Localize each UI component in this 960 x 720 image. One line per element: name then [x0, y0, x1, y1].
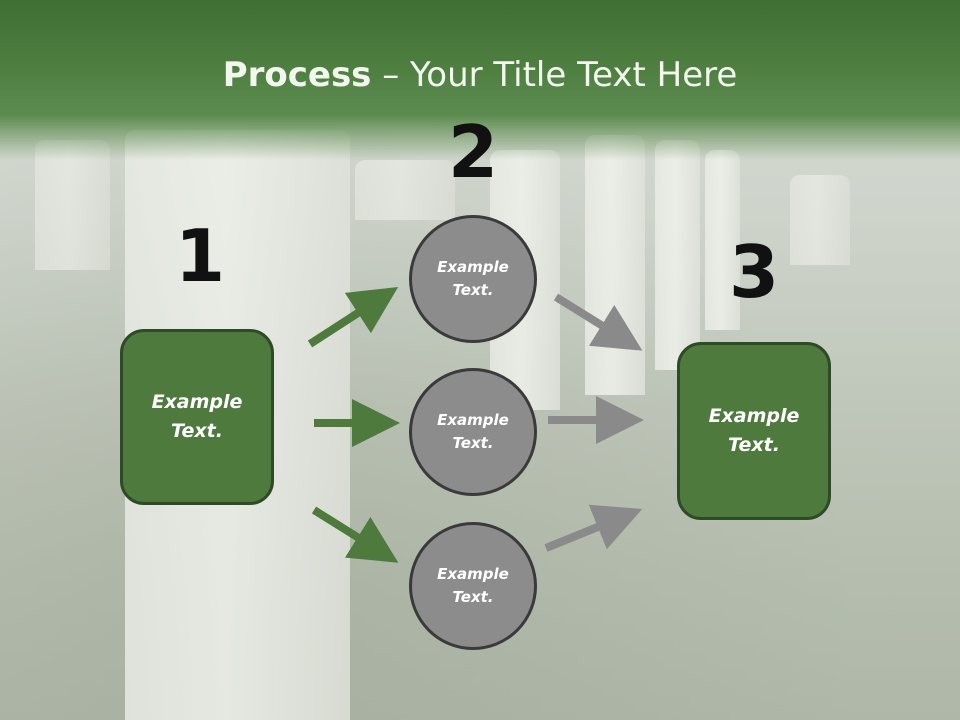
arrow-to-circle-top — [307, 286, 399, 348]
step-number-3: 3 — [728, 230, 780, 314]
circle-top-text: Example Text. — [437, 258, 509, 299]
title-rest: – Your Title Text Here — [371, 55, 738, 95]
step-number-2: 2 — [447, 110, 499, 194]
step-number-1: 1 — [174, 214, 226, 298]
process-circle-top: Example Text. — [409, 215, 537, 343]
title-bold: Process — [222, 55, 372, 95]
circle-middle-text: Example Text. — [437, 411, 509, 452]
arrow-from-circle-bottom — [544, 504, 643, 552]
process-circle-bottom: Example Text. — [409, 522, 537, 650]
headstone — [705, 150, 740, 330]
arrow-to-circle-bottom — [311, 506, 399, 563]
slide-title: Process – Your Title Text Here — [0, 52, 960, 98]
headstone — [35, 140, 110, 270]
process-circle-middle: Example Text. — [409, 368, 537, 496]
arrow-from-circle-top — [553, 293, 643, 351]
headstone — [355, 160, 455, 220]
headstone — [790, 175, 850, 265]
step-box-1-text: Example Text. — [151, 391, 243, 442]
headstone — [585, 135, 645, 395]
step-box-3-text: Example Text. — [708, 405, 800, 456]
header-band — [0, 0, 960, 160]
headstone — [655, 140, 700, 370]
step-box-3: Example Text. — [677, 342, 831, 520]
circle-bottom-text: Example Text. — [437, 565, 509, 606]
step-box-1: Example Text. — [120, 329, 274, 505]
